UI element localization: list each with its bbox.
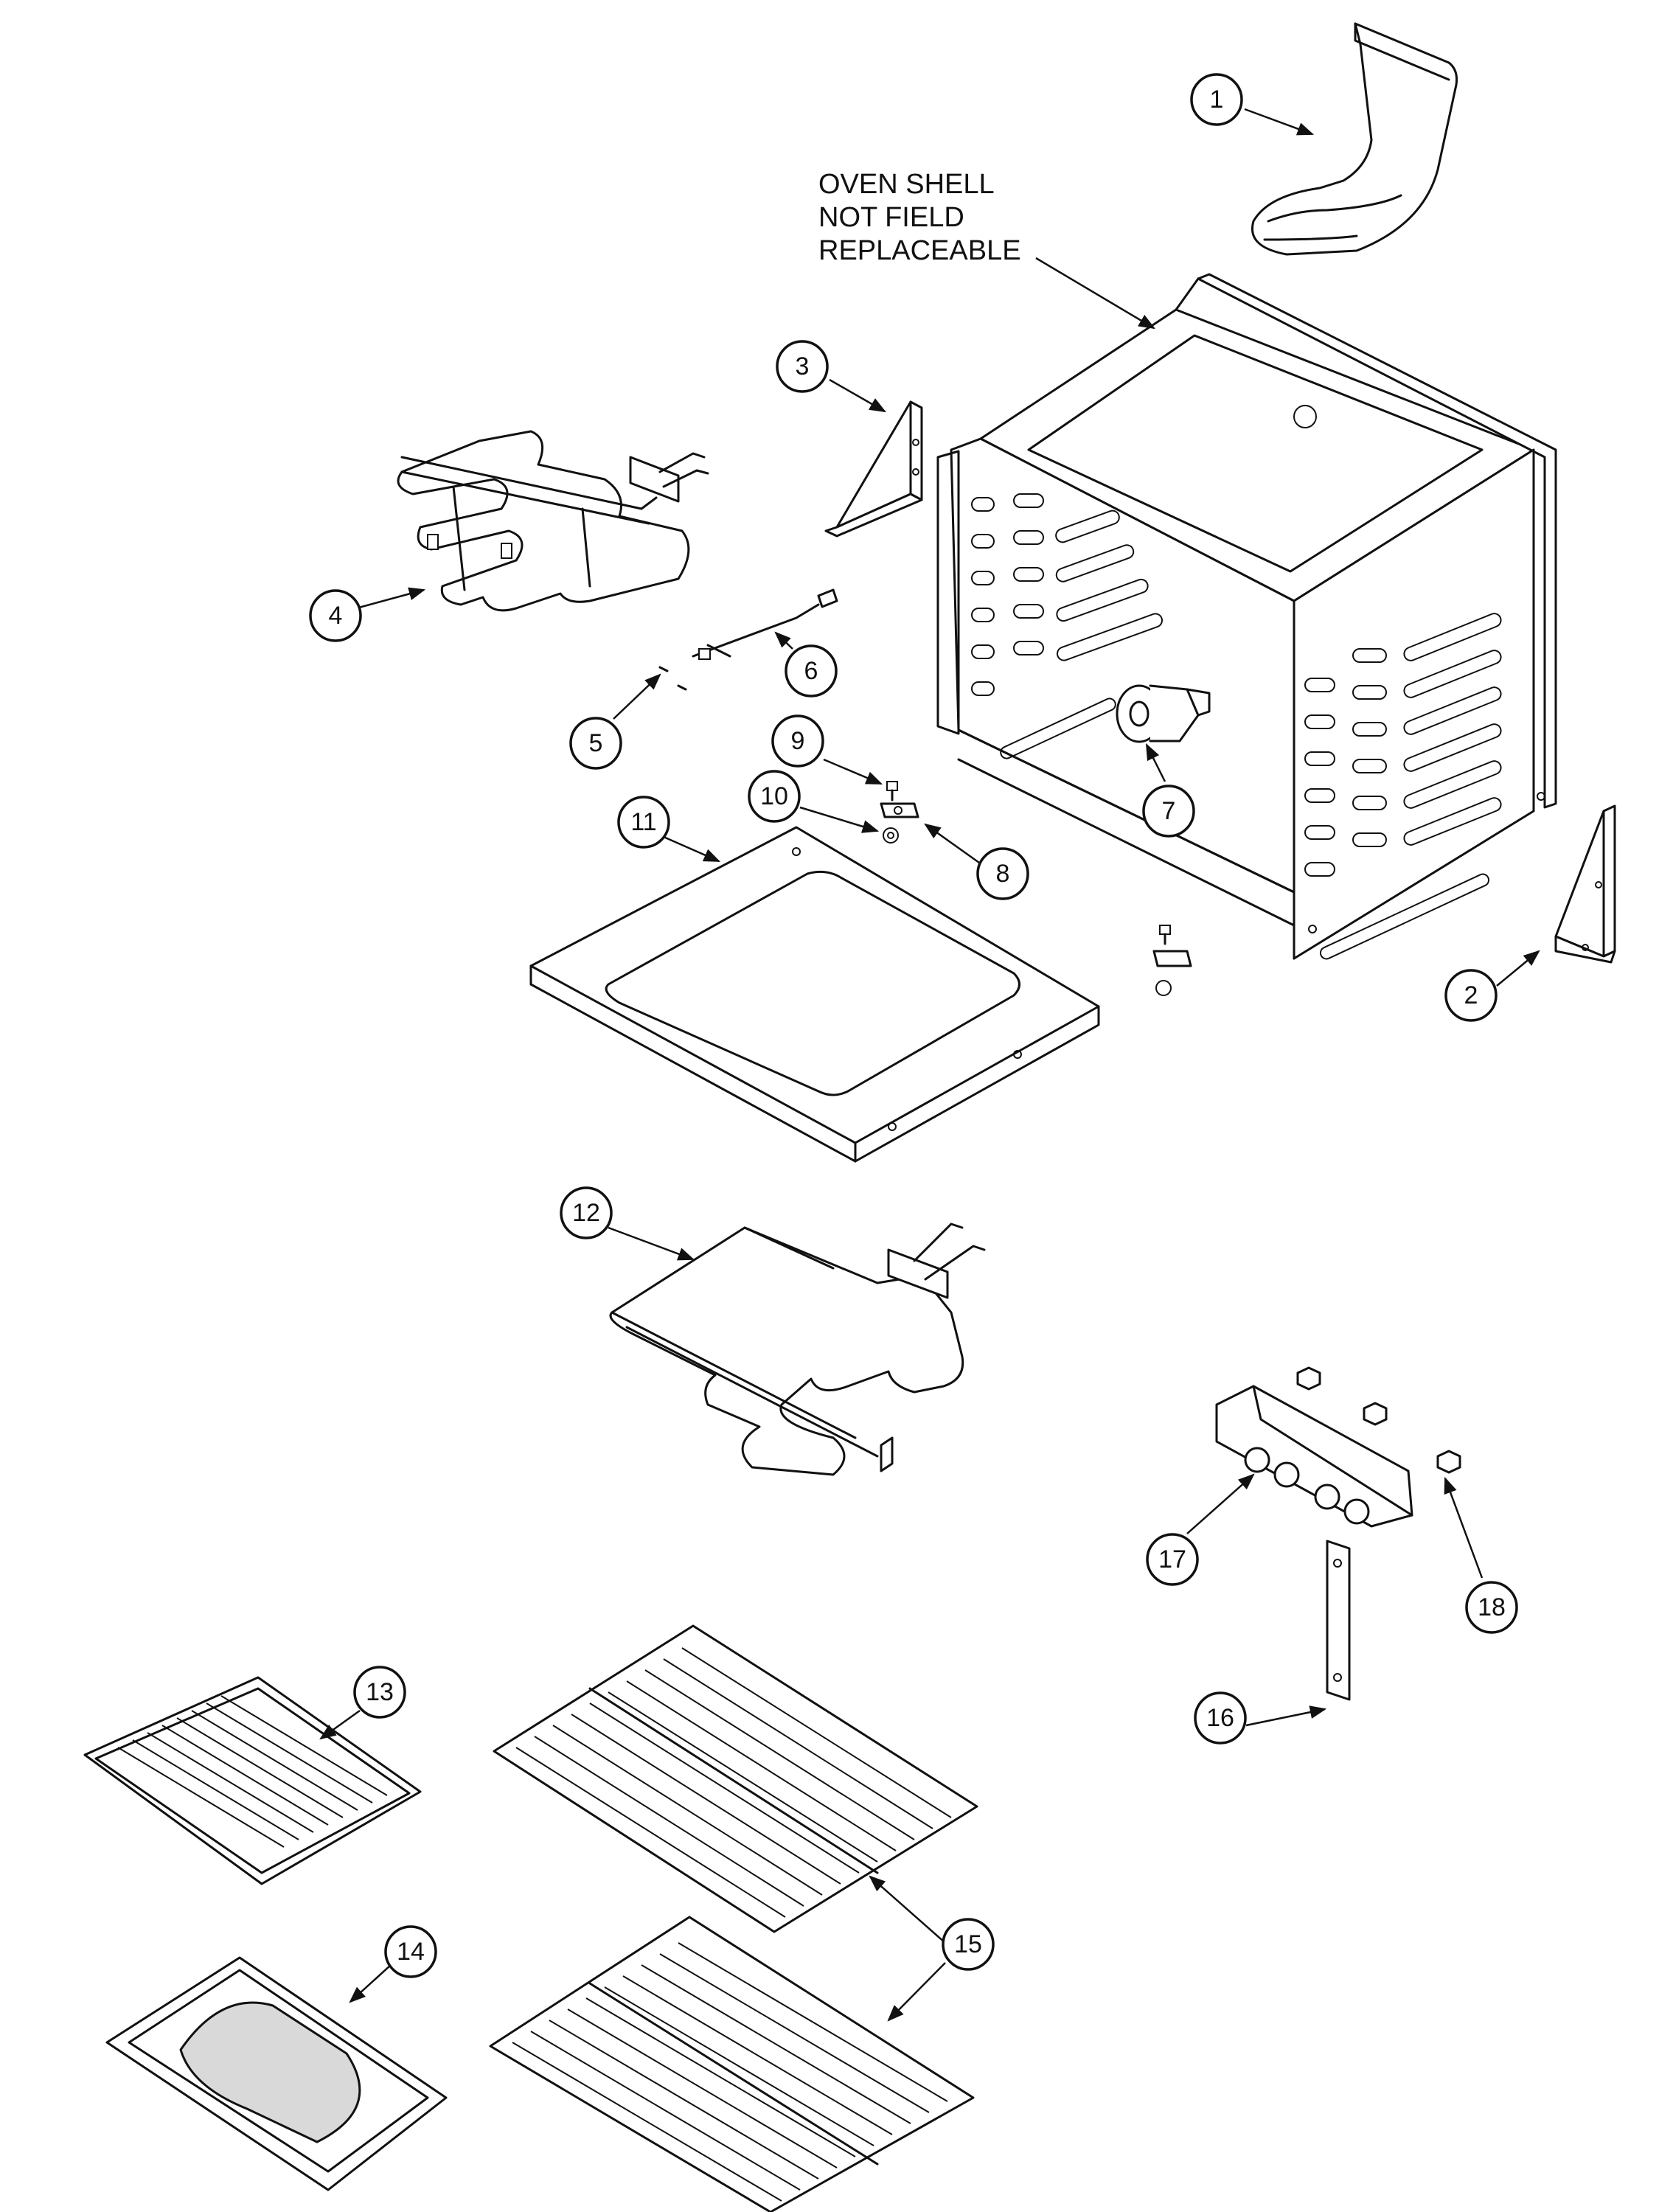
svg-text:18: 18	[1478, 1593, 1506, 1621]
svg-text:17: 17	[1158, 1545, 1186, 1573]
part-17-terminal-block	[1215, 1385, 1413, 1528]
svg-text:7: 7	[1162, 797, 1176, 825]
part-10-washer	[883, 827, 899, 844]
shell-right-slots	[1304, 613, 1502, 960]
svg-text:12: 12	[572, 1199, 600, 1227]
part-16-strap	[1326, 1540, 1351, 1701]
callout-1: 1	[1190, 73, 1243, 126]
oven-shell	[936, 273, 1557, 960]
svg-text:13: 13	[366, 1678, 394, 1706]
callout-13: 13	[353, 1666, 406, 1719]
callout-4: 4	[309, 589, 362, 642]
callout-2: 2	[1444, 969, 1498, 1022]
svg-text:15: 15	[954, 1930, 982, 1958]
callout-16: 16	[1194, 1691, 1247, 1745]
svg-text:9: 9	[791, 727, 805, 755]
svg-text:6: 6	[804, 657, 818, 685]
callout-7: 7	[1142, 785, 1195, 838]
part-14-broil-pan	[105, 1956, 448, 2191]
callout-9: 9	[771, 714, 824, 768]
hinge-hardware-lower	[1152, 925, 1192, 996]
svg-text:14: 14	[397, 1938, 425, 1966]
note-line-3: REPLACEABLE	[818, 235, 1021, 266]
callout-10: 10	[748, 770, 801, 823]
part-12-bake-element	[609, 1222, 986, 1476]
svg-text:1: 1	[1210, 86, 1224, 114]
part-2-bracket	[1554, 804, 1616, 964]
svg-text:4: 4	[329, 602, 343, 630]
callout-6: 6	[785, 644, 838, 698]
shell-left-slots	[971, 493, 1164, 759]
part-18-nuts	[1296, 1366, 1461, 1474]
note-line-2: NOT FIELD	[818, 202, 964, 233]
callout-12: 12	[560, 1186, 613, 1239]
svg-text:11: 11	[630, 808, 656, 836]
part-7-convection-fan	[1116, 684, 1211, 743]
svg-text:16: 16	[1206, 1704, 1234, 1732]
callout-14: 14	[384, 1925, 437, 1978]
leader-lines	[319, 108, 1540, 2022]
note-line-1: OVEN SHELL	[818, 169, 995, 200]
part-8-hinge-clip	[880, 802, 919, 818]
part-15-oven-rack-upper	[493, 1624, 978, 1933]
part-3-bracket	[824, 400, 923, 538]
callout-5: 5	[569, 717, 622, 770]
svg-text:10: 10	[760, 782, 788, 810]
part-15-oven-rack-lower	[489, 1916, 975, 2212]
part-11-oven-bottom	[529, 826, 1100, 1163]
svg-text:3: 3	[796, 352, 810, 380]
part-9-screw	[886, 781, 898, 801]
callout-17: 17	[1146, 1533, 1199, 1586]
part-6-sensor	[692, 588, 838, 660]
callout-3: 3	[776, 340, 829, 393]
callout-15: 15	[942, 1918, 995, 1971]
svg-text:5: 5	[589, 729, 603, 757]
oven-shell-note: OVEN SHELL NOT FIELD REPLACEABLE	[818, 169, 1155, 330]
part-13-broil-grid	[83, 1676, 422, 1885]
svg-text:8: 8	[996, 860, 1010, 888]
part-5-screws	[658, 666, 687, 691]
svg-text:2: 2	[1464, 981, 1478, 1009]
part-4-broil-element	[397, 430, 709, 612]
part-1-vent-cover	[1251, 22, 1458, 256]
callout-8: 8	[976, 847, 1029, 900]
callout-18: 18	[1465, 1581, 1518, 1634]
callout-11: 11	[617, 796, 670, 849]
